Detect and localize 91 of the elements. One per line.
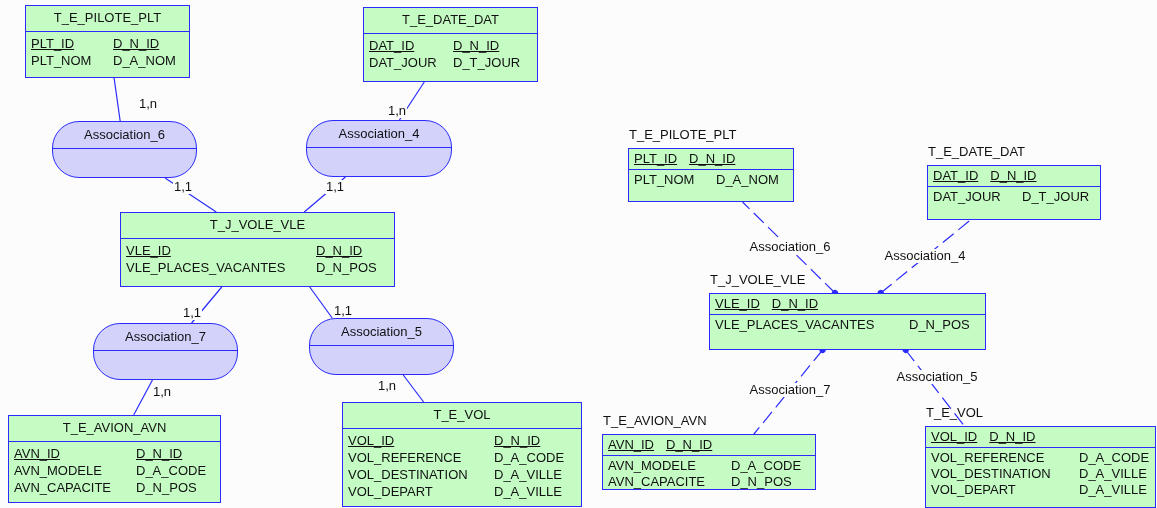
column-name: AVN_CAPACITE	[14, 479, 113, 496]
edge-label: 1,1	[332, 304, 354, 318]
data-type: D_N_ID	[136, 445, 183, 462]
data-type: D_A_CODE	[136, 462, 207, 479]
column-name: VOL_REFERENCE	[348, 449, 463, 466]
column-name: VOL_REFERENCE	[931, 450, 1046, 466]
column-name: VLE_ID	[715, 295, 760, 313]
column-name: VOL_DESTINATION	[348, 466, 469, 483]
column-name: AVN_ID	[14, 445, 61, 462]
connector-line	[133, 379, 154, 416]
column-name: PLT_ID	[31, 35, 76, 52]
data-type: D_A_VILLE	[1079, 482, 1147, 498]
column-name: AVN_MODELE	[608, 458, 697, 474]
connector-line	[309, 286, 333, 319]
data-type: D_A_VILLE	[1079, 466, 1147, 482]
data-type: D_A_CODE	[731, 458, 802, 474]
table-name: T_E_PILOTE_PLT	[53, 10, 162, 25]
data-type: D_A_CODE	[494, 449, 565, 466]
data-type: D_A_VILLE	[494, 466, 562, 483]
edge-label: 1,1	[324, 180, 346, 194]
column-name: DAT_JOUR	[933, 189, 1002, 205]
data-type: D_N_ID	[989, 428, 1036, 446]
column-name: VLE_PLACES_VACANTES	[715, 317, 876, 333]
column-name: DAT_JOUR	[369, 54, 438, 71]
column-name: PLT_NOM	[634, 172, 696, 188]
column-name: VOL_ID	[348, 432, 396, 449]
data-type: D_N_POS	[316, 259, 377, 276]
column-name: AVN_MODELE	[14, 462, 103, 479]
table-name: T_E_VOL	[926, 405, 984, 421]
column-name: VOL_ID	[931, 428, 978, 446]
data-type: D_N_ID	[494, 432, 541, 449]
edge-label: 1,n	[386, 104, 408, 118]
edge-label: Association_5	[895, 370, 979, 384]
data-type: D_N_ID	[113, 35, 160, 52]
entity-table	[120, 212, 395, 287]
connector-line	[398, 81, 425, 121]
column-name: DAT_ID	[369, 37, 416, 54]
connector-line	[402, 374, 425, 403]
data-type: D_N_POS	[731, 474, 792, 490]
table-name: T_E_AVION_AVN	[603, 413, 707, 429]
entity-table	[25, 5, 190, 78]
table-name: T_E_VOL	[433, 407, 491, 422]
table-name: T_E_DATE_DAT	[401, 12, 499, 27]
data-type: D_N_POS	[909, 317, 970, 333]
column-name: VOL_DEPART	[931, 482, 1017, 498]
column-name: VLE_ID	[126, 242, 172, 259]
column-name: DAT_ID	[933, 167, 979, 185]
data-type: D_N_ID	[771, 295, 819, 313]
column-name: AVN_ID	[608, 436, 654, 454]
column-name: VOL_DESTINATION	[931, 466, 1052, 482]
data-type: D_A_VILLE	[494, 483, 562, 500]
data-type: D_N_POS	[136, 479, 197, 496]
entity-table	[8, 415, 221, 503]
data-type: D_T_JOUR	[1022, 189, 1090, 205]
edge-label: Association_7	[748, 383, 832, 397]
data-type: D_N_ID	[316, 242, 363, 259]
data-type: D_A_NOM	[716, 172, 779, 188]
data-type: D_N_ID	[689, 150, 736, 168]
connector-line	[303, 176, 347, 213]
table-name: T_E_AVION_AVN	[62, 420, 167, 435]
entity-table	[363, 7, 538, 82]
data-type: D_N_ID	[453, 37, 500, 54]
data-type: D_N_ID	[666, 436, 713, 454]
edge-label: 1,1	[181, 306, 203, 320]
edge-label: 1,n	[376, 379, 398, 393]
column-name: PLT_ID	[634, 150, 678, 168]
table-name: T_J_VOLE_VLE	[710, 272, 806, 288]
data-type: D_T_JOUR	[453, 54, 521, 71]
entity-table	[342, 402, 582, 507]
edge-label: 1,n	[137, 97, 159, 111]
edge-label: Association_6	[748, 240, 832, 254]
table-name: T_J_VOLE_VLE	[209, 217, 306, 232]
column-name: AVN_CAPACITE	[608, 474, 707, 490]
table-name: T_E_PILOTE_PLT	[629, 127, 737, 143]
connector-line	[113, 77, 121, 122]
data-type: D_N_ID	[990, 167, 1037, 185]
column-name: PLT_NOM	[31, 52, 93, 69]
table-name: T_E_DATE_DAT	[928, 144, 1026, 160]
connector-line	[164, 177, 217, 213]
association-name: Association_7	[124, 329, 207, 344]
edge-label: Association_4	[883, 249, 967, 263]
data-type: D_A_NOM	[113, 52, 176, 69]
edge-label: 1,1	[172, 180, 194, 194]
association-name: Association_5	[340, 324, 423, 339]
column-name: VLE_PLACES_VACANTES	[126, 259, 287, 276]
edge-label: 1,n	[151, 385, 173, 399]
data-type: D_A_CODE	[1079, 450, 1150, 466]
column-name: VOL_DEPART	[348, 483, 434, 500]
association-name: Association_6	[83, 127, 166, 142]
association-name: Association_4	[337, 126, 421, 141]
connector-line	[191, 286, 223, 324]
